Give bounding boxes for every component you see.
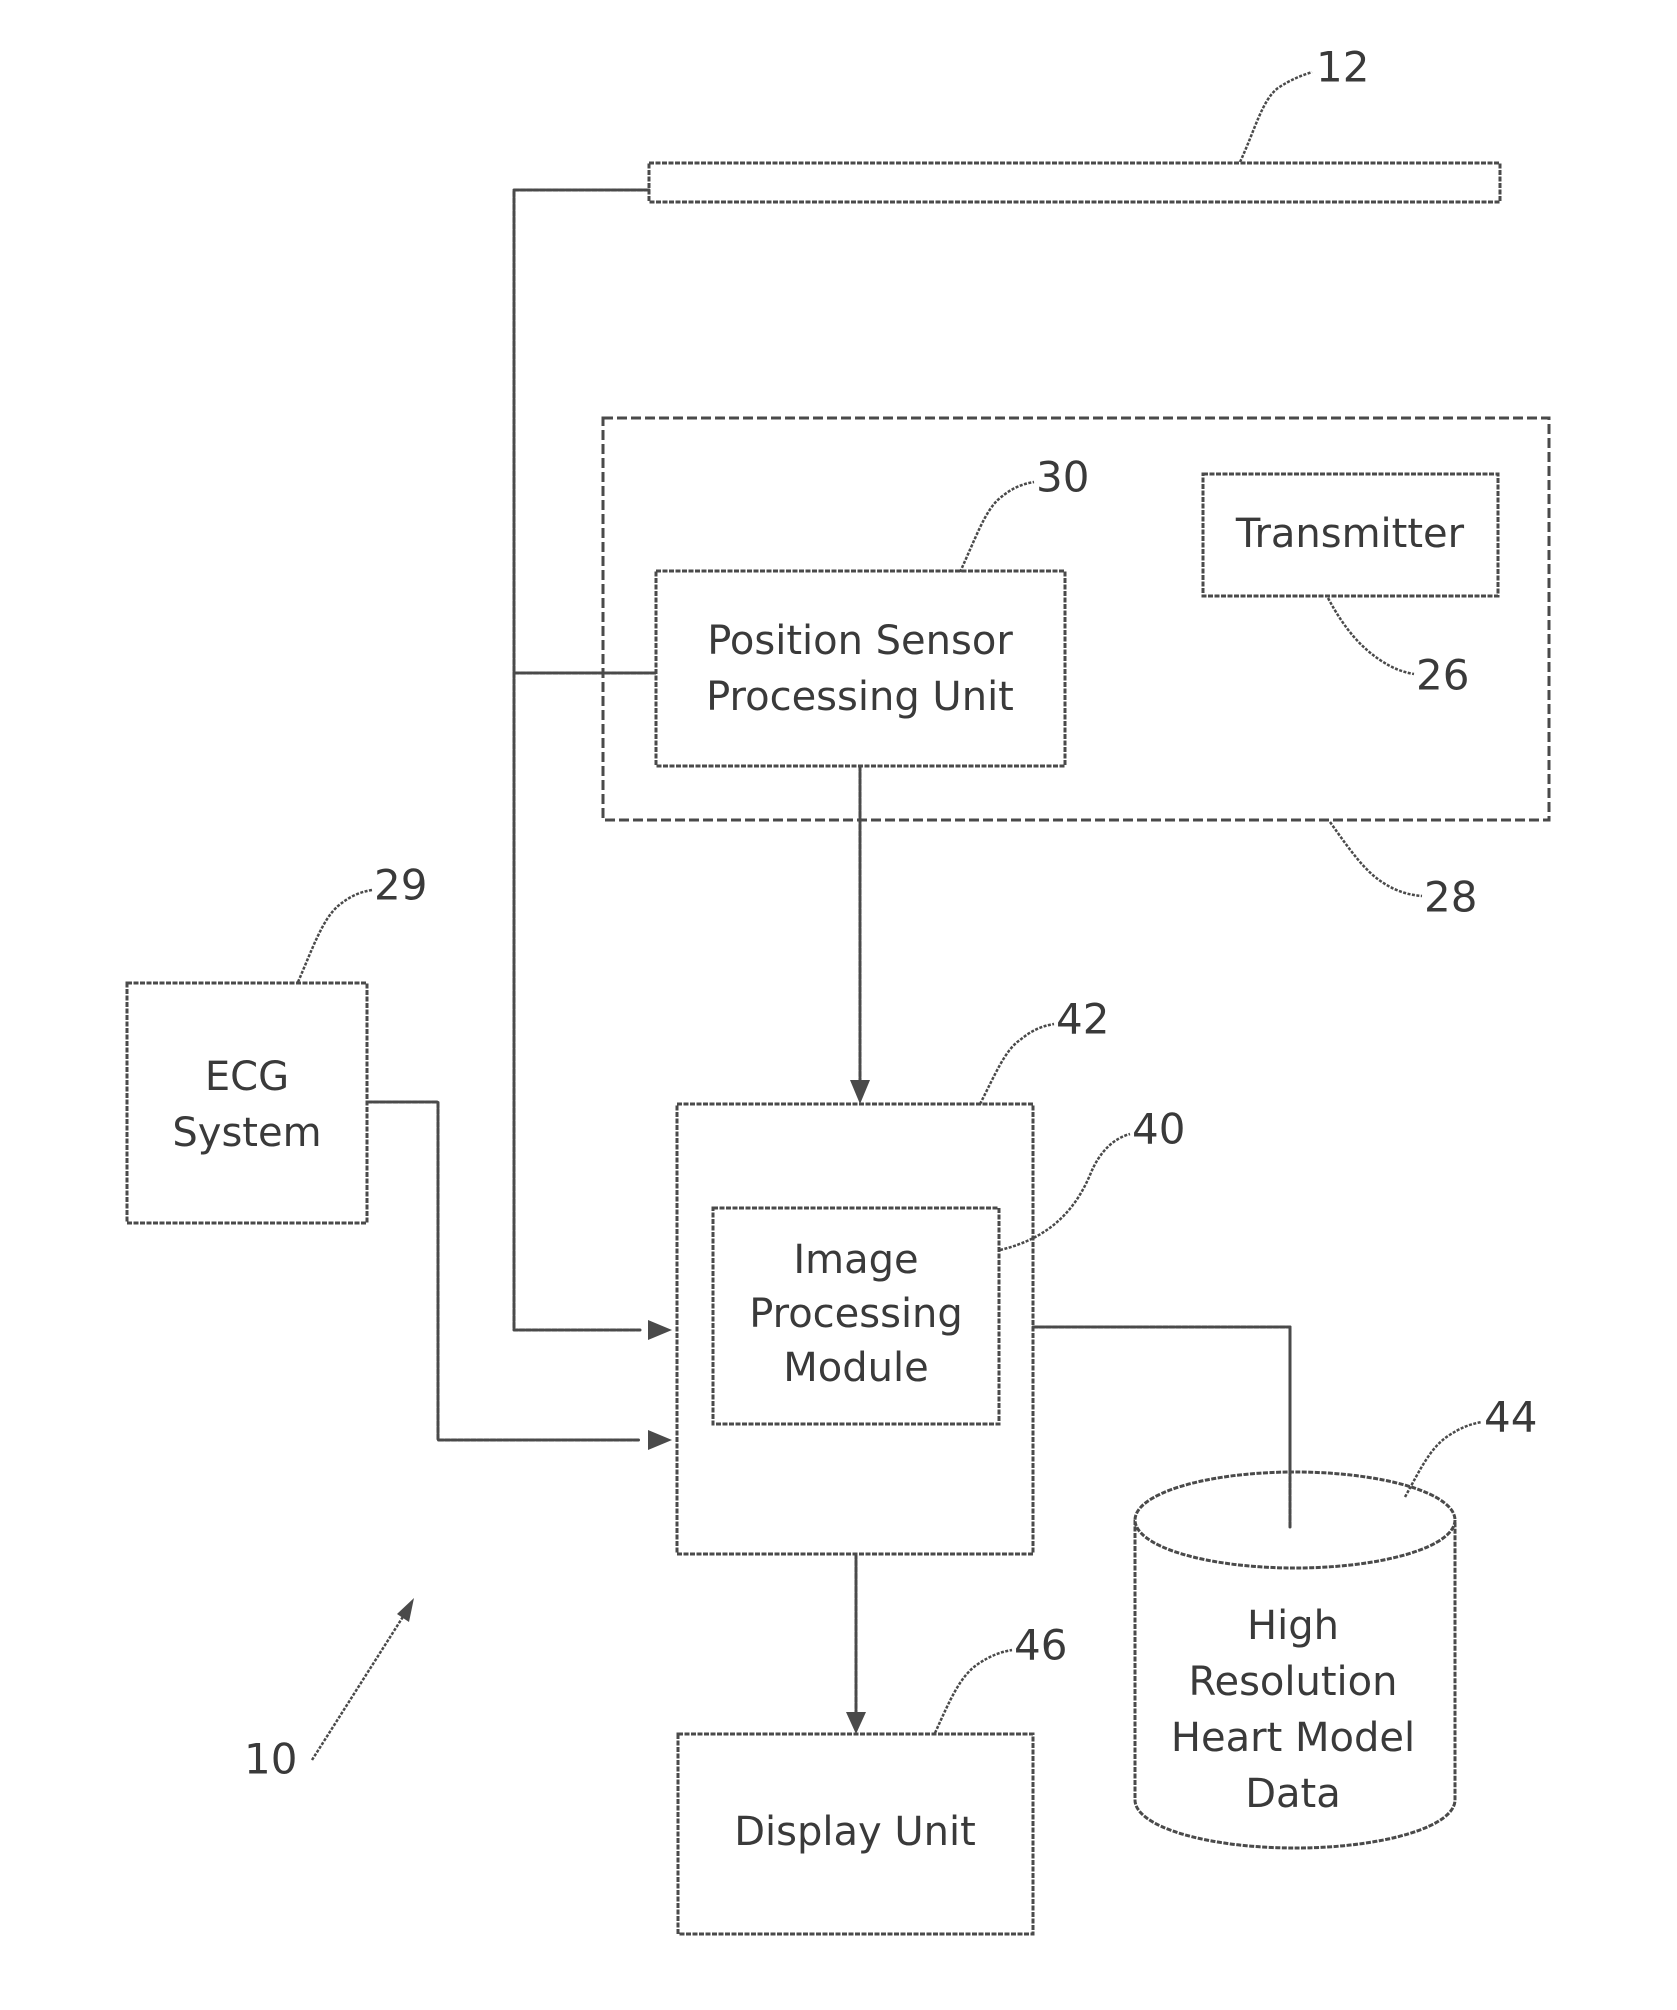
- database-label-line4: Data: [1245, 1771, 1341, 1817]
- arrowhead-ecg-input: [648, 1430, 672, 1450]
- leader-46: [935, 1650, 1012, 1733]
- ref-40: 40: [1132, 1105, 1185, 1154]
- position-sensor-processing-unit-box: [656, 571, 1065, 766]
- arrowhead-10: [397, 1598, 414, 1622]
- leader-26: [1328, 598, 1414, 674]
- probe-to-processor-line: [514, 190, 649, 1330]
- leader-29: [298, 890, 372, 982]
- ref-42: 42: [1056, 995, 1109, 1044]
- database-cylinder-top: [1135, 1472, 1455, 1568]
- ecg-system-box: [127, 983, 367, 1223]
- ref-28: 28: [1424, 873, 1477, 922]
- leader-30: [960, 482, 1034, 572]
- leader-28: [1330, 822, 1422, 896]
- probe-bar: [649, 163, 1500, 202]
- leader-12: [1240, 72, 1312, 162]
- display-unit-label: Display Unit: [734, 1809, 976, 1855]
- leader-44: [1405, 1422, 1482, 1497]
- database-label-line2: Resolution: [1188, 1659, 1397, 1705]
- ref-10: 10: [244, 1735, 297, 1784]
- transmitter-label: Transmitter: [1235, 511, 1465, 557]
- image-module-label-line2: Processing: [749, 1291, 963, 1337]
- database-label-line3: Heart Model: [1171, 1715, 1415, 1761]
- ecg-label-line1: ECG: [205, 1054, 289, 1100]
- image-module-label-line3: Module: [783, 1345, 928, 1391]
- ref-12: 12: [1316, 43, 1369, 92]
- database-label-line1: High: [1247, 1603, 1339, 1649]
- ref-30: 30: [1036, 453, 1089, 502]
- ref-26: 26: [1416, 651, 1469, 700]
- leader-42: [980, 1024, 1054, 1104]
- ref-29: 29: [374, 861, 427, 910]
- ecg-label-line2: System: [172, 1110, 321, 1156]
- arrowhead-display: [846, 1712, 866, 1734]
- image-module-label-line1: Image: [793, 1237, 918, 1283]
- arrowhead-probe-input: [648, 1320, 672, 1340]
- ref-46: 46: [1014, 1621, 1067, 1670]
- leader-10: [312, 1612, 406, 1760]
- arrowhead-position-sensor: [850, 1080, 870, 1104]
- position-sensor-label-line1: Position Sensor: [707, 618, 1013, 664]
- ecg-to-processor-line: [367, 1102, 640, 1440]
- ref-44: 44: [1484, 1393, 1537, 1442]
- position-sensor-label-line2: Processing Unit: [706, 674, 1014, 720]
